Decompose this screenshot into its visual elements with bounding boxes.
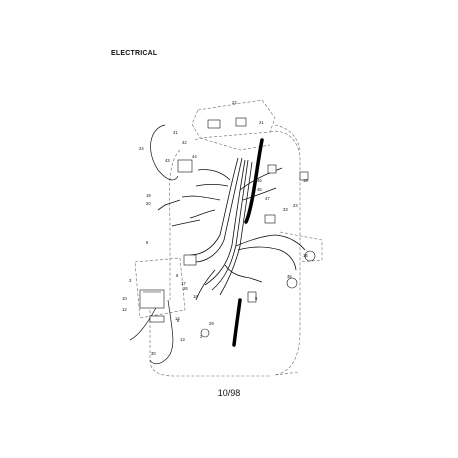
callout: 22 [232, 100, 237, 105]
callout: 3 [129, 278, 132, 283]
callout: 16 [303, 253, 308, 258]
ground-strap [232, 298, 242, 347]
callout: 41 [173, 130, 178, 135]
callout: 6 [176, 273, 179, 278]
callout-numbers: 22 21 41 42 24 43 44 19 20 46 45 15 47 3… [122, 100, 308, 356]
lamp-plug [235, 117, 247, 127]
components [139, 117, 316, 338]
callout: 24 [139, 146, 144, 151]
callout: 47 [265, 196, 270, 201]
callout: 15 [303, 178, 308, 183]
callout: 12 [122, 307, 127, 312]
callout: 10 [122, 296, 127, 301]
callout: 43 [165, 158, 170, 163]
main-harness-sheath [244, 138, 264, 224]
switch-module [267, 164, 277, 174]
callout: 18 [193, 294, 198, 299]
headlight [286, 277, 298, 289]
callout: 8 [177, 318, 180, 323]
callout: 5 [146, 240, 149, 245]
connector [264, 214, 276, 224]
callout: 46 [257, 178, 262, 183]
pto-switch [299, 171, 309, 181]
callout: 26 [183, 286, 188, 291]
callout: 20 [146, 201, 151, 206]
callout: 42 [182, 140, 187, 145]
page-number: 10/98 [217, 388, 241, 398]
callout: 19 [146, 193, 151, 198]
callout: 21 [259, 120, 264, 125]
section-title: ELECTRICAL [111, 50, 158, 57]
tractor-outline [134, 99, 323, 377]
interlock-switch [207, 119, 221, 129]
solenoid [183, 254, 197, 266]
callout: 9 [255, 296, 258, 301]
callout: 2 [200, 334, 203, 339]
callout: 13 [180, 337, 185, 342]
callout: 30 [151, 351, 156, 356]
battery-hold-down [149, 315, 165, 323]
ignition-switch [177, 159, 193, 173]
light-socket [304, 250, 316, 262]
fuse-holder [247, 291, 257, 303]
callout: 17 [181, 281, 186, 286]
callout: 29 [209, 321, 214, 326]
harness-wires [157, 157, 306, 301]
battery [139, 289, 165, 309]
callout: 33 [283, 207, 288, 212]
cables [129, 124, 179, 365]
callout: 35 [287, 274, 292, 279]
callout: 45 [257, 187, 262, 192]
callout: 23 [293, 203, 298, 208]
callout: 44 [192, 154, 197, 159]
starter-terminal [200, 328, 210, 338]
callout: 14 [175, 316, 180, 321]
